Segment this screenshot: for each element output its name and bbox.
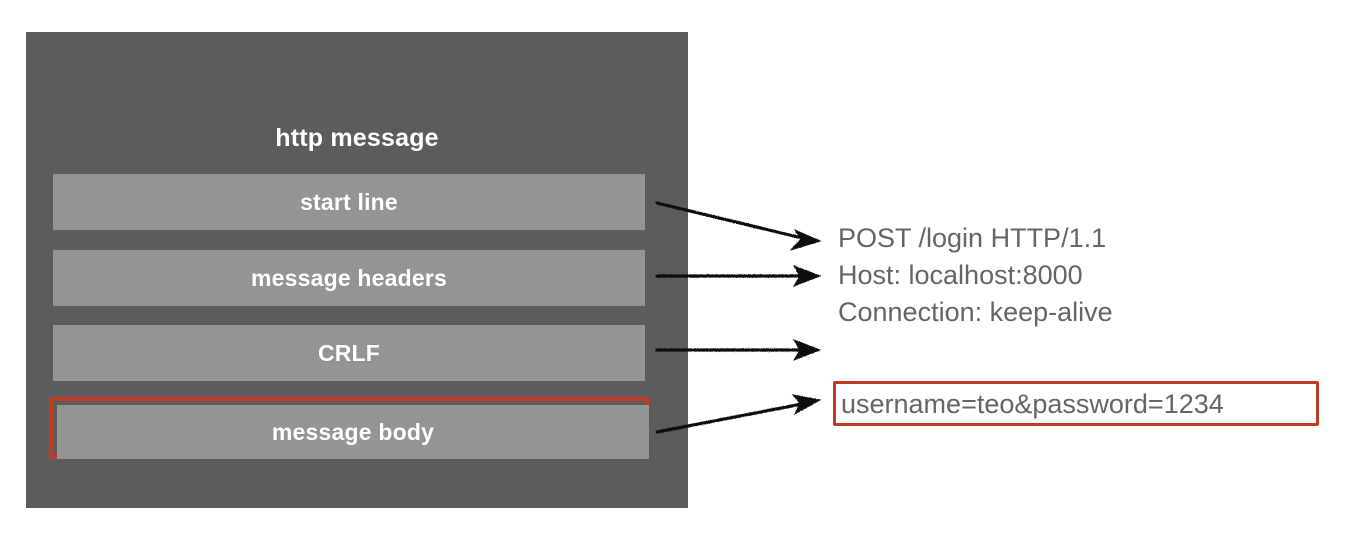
bar-crlf: CRLF (53, 325, 645, 381)
http-request-lines: POST /login HTTP/1.1 Host: localhost:800… (838, 220, 1113, 331)
http-start-line-text: POST /login HTTP/1.1 (838, 223, 1107, 253)
bar-start-line: start line (53, 174, 645, 230)
http-body-text: username=teo&password=1234 (841, 388, 1224, 419)
bar-message-body-highlight: message body (49, 397, 649, 459)
http-body-highlight-box: username=teo&password=1234 (833, 381, 1319, 426)
bar-message-body: message body (57, 405, 649, 459)
bar-message-headers: message headers (53, 250, 645, 306)
http-header-connection-text: Connection: keep-alive (838, 297, 1113, 327)
http-header-host-text: Host: localhost:8000 (838, 260, 1083, 290)
panel-title: http message (275, 124, 439, 152)
http-message-panel: http message start line message headers … (26, 32, 688, 508)
